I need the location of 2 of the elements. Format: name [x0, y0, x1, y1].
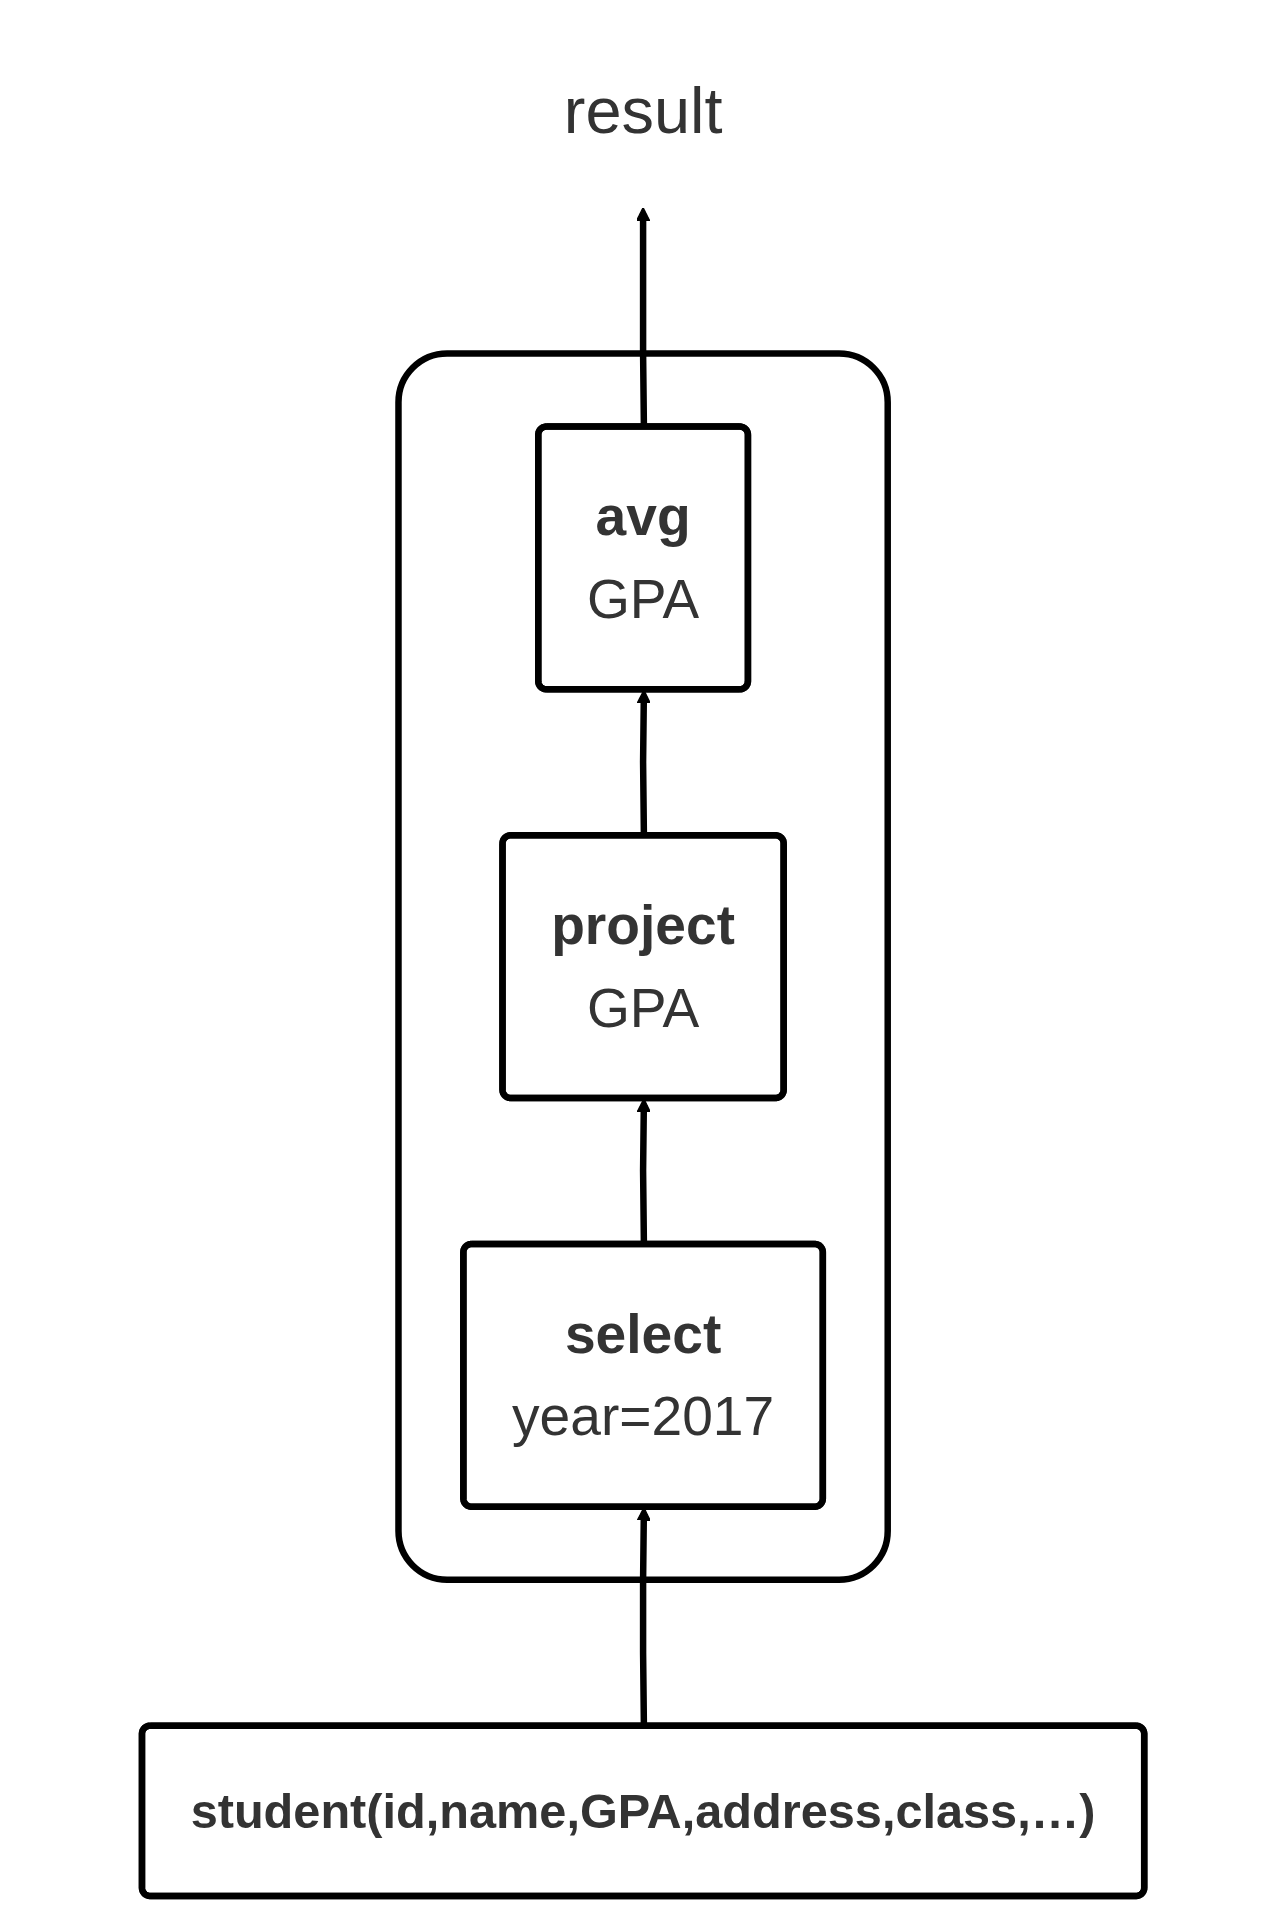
cluster [395, 350, 891, 1583]
node-text: result [563, 74, 723, 146]
